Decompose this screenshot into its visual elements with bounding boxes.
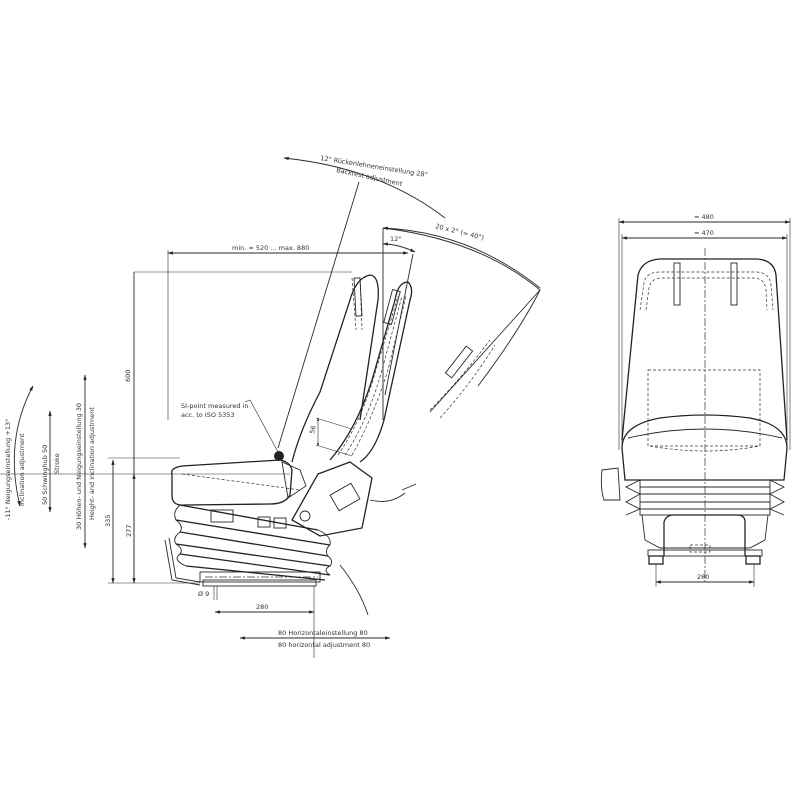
backrest-width-label: ≈ 470	[694, 229, 714, 237]
lever-arm	[164, 539, 201, 586]
height-600-label: 600	[124, 370, 132, 382]
front-base	[647, 549, 763, 557]
si-point-marker	[274, 451, 284, 461]
base-upper-rail	[199, 571, 321, 583]
seat-depth-label: min. ≈ 520 ... max. 880	[232, 244, 309, 252]
backrest-12deg-label: 12°	[390, 235, 402, 243]
front-seat-cushion	[621, 414, 788, 481]
recline-knob	[299, 510, 311, 522]
backrest-adjustment-arc	[283, 156, 446, 219]
backrest-reference-line	[277, 181, 360, 449]
front-lower-frame	[641, 514, 769, 549]
base-lower-rail	[202, 579, 317, 587]
si-point-label-1: SI-point measured in	[181, 402, 249, 410]
side-view: 12° Rückenlehneneinstellung 28° Backrest…	[0, 154, 541, 658]
horizontal-adjustment-label-en: 80 horizontal adjustment 80	[278, 641, 370, 649]
headrest-rod-left	[673, 262, 681, 306]
stroke-label-en: Stroke	[53, 453, 61, 474]
front-view: ≈ 480 ≈ 470	[600, 213, 791, 587]
headrest-rod	[383, 288, 401, 326]
stroke-label-de: 50 Schwinghub 50	[41, 445, 49, 505]
inclination-arc	[13, 385, 34, 507]
armrest-left	[600, 467, 621, 501]
control-buttons	[210, 509, 234, 523]
overall-width-label: ≈ 480	[694, 213, 714, 221]
si-point-label-2: acc. to ISO 5353	[181, 411, 235, 419]
cable-lower	[339, 564, 369, 616]
lumbar-support	[647, 369, 761, 447]
dim-56-label: 56	[308, 425, 318, 435]
inclination-label-de: -11° Neigungseinstellung +13°	[4, 419, 12, 520]
horizontal-adjustment-label-de: 80 Horizontaleinstellung 80	[278, 629, 368, 637]
front-handle	[663, 514, 746, 556]
base-width-label: 280	[256, 603, 268, 611]
hole-diameter-label: Ø 9	[198, 590, 209, 598]
inclination-label-en: inclination adjustment	[18, 433, 26, 506]
headrest-rod-right	[730, 262, 738, 306]
height-inclination-label-en: Height- and inclination adjustment	[88, 407, 96, 520]
backrest-front-outline	[329, 281, 413, 463]
backrest-steps-label: 20 x 2° (≈ 40°)	[435, 222, 485, 242]
control-lever-1	[257, 516, 271, 528]
front-base-width-label: 280	[697, 573, 709, 581]
front-backrest-outline	[621, 258, 788, 441]
height-inclination-label-de: 30 Höhen- und Neigungseinstellung 30	[75, 403, 83, 530]
front-foot-right	[745, 555, 761, 565]
cable	[369, 492, 406, 502]
backrest-steps-arc	[382, 227, 541, 387]
front-foot-left	[648, 555, 664, 565]
height-335-label: 335	[104, 515, 112, 527]
backrest-outline	[291, 274, 379, 463]
backrest-12deg-arc	[382, 242, 416, 253]
seatbelt-buckle	[281, 461, 307, 499]
height-277-label: 277	[125, 525, 133, 537]
recline-mechanism	[291, 461, 373, 537]
seat-cushion	[171, 459, 293, 506]
suspension-bellows	[174, 504, 333, 581]
control-lever-2	[273, 517, 287, 529]
backrest-max-recline-line	[429, 289, 541, 413]
